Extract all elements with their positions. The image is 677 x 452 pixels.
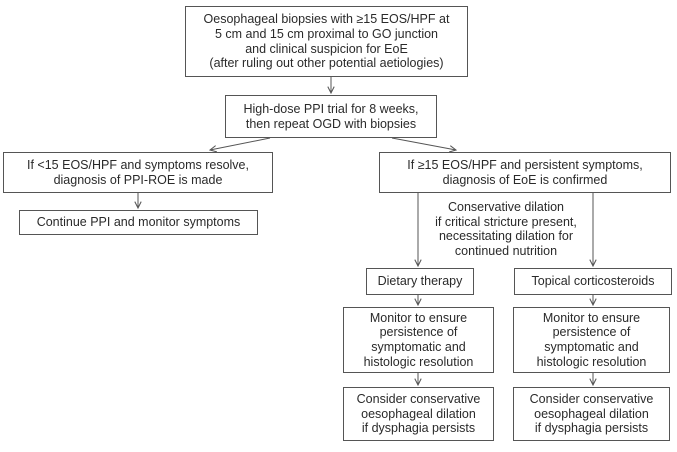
text-line: If <15 EOS/HPF and symptoms resolve, — [27, 157, 249, 172]
topical-corticosteroids-box: Topical corticosteroids — [514, 268, 672, 295]
text-line: oesophageal dilation — [534, 406, 649, 421]
text-line: Dietary therapy — [377, 274, 463, 289]
text-line: Continue PPI and monitor symptoms — [36, 215, 241, 230]
text-line: and clinical suspicion for EoE — [245, 41, 408, 56]
text-line: 5 cm and 15 cm proximal to GO junction — [214, 26, 438, 41]
text-line: necessitating dilation for — [438, 229, 574, 244]
text-line: persistence of — [552, 325, 631, 340]
text-line: diagnosis of PPI-ROE is made — [53, 172, 223, 187]
ppi-trial-box: High-dose PPI trial for 8 weeks,then rep… — [225, 95, 437, 138]
text-line: Monitor to ensure — [542, 310, 641, 325]
text-line: Oesophageal biopsies with ≥15 EOS/HPF at — [203, 12, 450, 27]
text-line: If ≥15 EOS/HPF and persistent symptoms, — [407, 157, 643, 172]
text-line: Consider conservative — [529, 392, 654, 407]
text-line: Consider conservative — [356, 392, 481, 407]
text-line: High-dose PPI trial for 8 weeks, — [243, 101, 419, 116]
text-line: then repeat OGD with biopsies — [245, 116, 417, 131]
arrow-ppi-trial-to-eoe — [391, 137, 456, 150]
text-line: Topical corticosteroids — [531, 274, 655, 289]
continue-ppi-box: Continue PPI and monitor symptoms — [19, 210, 258, 235]
text-line: if critical stricture present, — [435, 214, 577, 229]
ppi-roe-box: If <15 EOS/HPF and symptoms resolve,diag… — [3, 152, 273, 193]
text-line: continued nutrition — [454, 243, 558, 258]
text-line: Conservative dilation — [447, 200, 565, 214]
text-line: if dysphagia persists — [361, 421, 476, 436]
biopsies-box: Oesophageal biopsies with ≥15 EOS/HPF at… — [185, 6, 468, 77]
arrow-ppi-trial-to-ppi-roe — [210, 137, 271, 150]
text-line: symptomatic and — [371, 340, 466, 354]
text-line: diagnosis of EoE is confirmed — [442, 172, 608, 187]
text-line: histologic resolution — [363, 354, 474, 369]
text-line: persistence of — [379, 325, 458, 340]
eoe-confirmed-box: If ≥15 EOS/HPF and persistent symptoms,d… — [379, 152, 671, 193]
text-line: symptomatic and — [544, 340, 639, 354]
text-line: (after ruling out other potential aetiol… — [209, 56, 444, 71]
dietary-therapy-box: Dietary therapy — [366, 268, 474, 295]
text-line: oesophageal dilation — [361, 406, 476, 421]
text-line: histologic resolution — [536, 354, 647, 369]
text-line: if dysphagia persists — [534, 421, 649, 436]
text-line: Monitor to ensure — [369, 310, 468, 325]
